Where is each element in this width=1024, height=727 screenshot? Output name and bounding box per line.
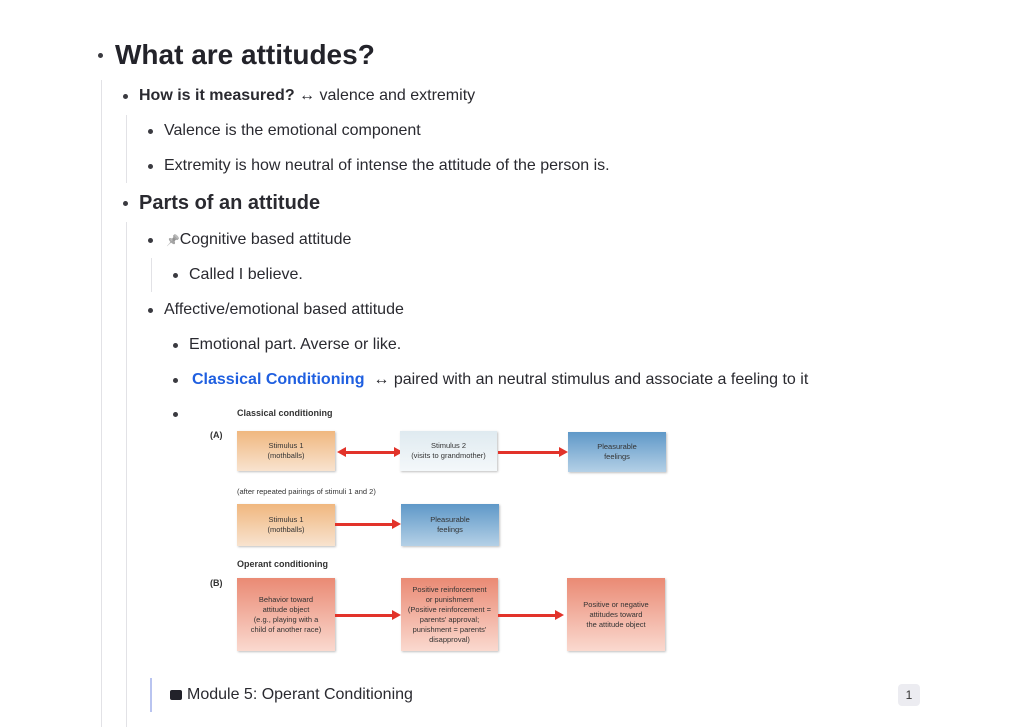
pin-icon: 📌 <box>166 235 180 247</box>
guide-line <box>126 222 127 727</box>
conditioning-diagram-image[interactable]: Classical conditioning (A) Stimulus 1(mo… <box>205 403 675 658</box>
classical-conditioning-link[interactable]: Classical Conditioning <box>192 371 365 388</box>
section-heading: Parts of an attitude <box>139 192 321 214</box>
bullet[interactable] <box>173 378 178 383</box>
bullet[interactable] <box>148 238 153 243</box>
bullet[interactable] <box>148 164 153 169</box>
module-link[interactable]: Module 5: Operant Conditioning <box>170 685 413 705</box>
guide-line <box>150 678 152 712</box>
list-item: Extremity is how neutral of intense the … <box>164 157 610 174</box>
list-item: How is it measured? ↔ valence and extrem… <box>139 86 475 106</box>
arrow <box>498 447 568 457</box>
list-item: Valence is the emotional component <box>164 122 421 139</box>
guide-line <box>101 80 102 727</box>
diagram-label: (B) <box>210 578 223 588</box>
arrow <box>337 447 403 457</box>
list-item: 📌Cognitive based attitude <box>166 230 351 251</box>
diagram-title: Operant conditioning <box>237 559 328 569</box>
bidirectional-arrow-icon: ↔ <box>299 87 316 104</box>
diagram-box: Stimulus 1(mothballs) <box>237 504 335 546</box>
bullet[interactable] <box>173 412 178 417</box>
item-label: How is it measured? <box>139 87 295 104</box>
list-item: Classical Conditioning ↔ paired with an … <box>192 370 808 390</box>
diagram-box: Stimulus 1(mothballs) <box>237 431 335 471</box>
bullet[interactable] <box>173 273 178 278</box>
list-item: Affective/emotional based attitude <box>164 301 404 318</box>
guide-line <box>151 258 152 292</box>
item-text: paired with an neutral stimulus and asso… <box>393 371 809 388</box>
bullet[interactable] <box>173 343 178 348</box>
diagram-caption: (after repeated pairings of stimuli 1 an… <box>237 487 376 496</box>
diagram-title: Classical conditioning <box>237 408 333 418</box>
bullet[interactable] <box>148 129 153 134</box>
item-text: Cognitive based attitude <box>179 231 352 248</box>
item-text: valence and extremity <box>319 87 476 104</box>
bullet[interactable] <box>148 308 153 313</box>
bullet[interactable] <box>123 94 128 99</box>
list-item: Called I believe. <box>189 266 303 283</box>
arrow <box>498 610 564 620</box>
diagram-box: Stimulus 2(visits to grandmother) <box>400 431 497 471</box>
arrow <box>335 519 401 529</box>
diagram-label: (A) <box>210 430 223 440</box>
arrow <box>335 610 401 620</box>
bullet[interactable] <box>123 201 128 206</box>
bullet[interactable] <box>98 53 103 58</box>
page-heading: What are attitudes? <box>115 39 375 70</box>
module-title: Module 5: Operant Conditioning <box>187 686 413 703</box>
folder-icon <box>170 690 182 700</box>
bidirectional-arrow-icon: ↔ <box>373 371 390 388</box>
guide-line <box>126 115 127 183</box>
count-badge[interactable]: 1 <box>898 684 920 706</box>
list-item: Emotional part. Averse or like. <box>189 336 402 353</box>
